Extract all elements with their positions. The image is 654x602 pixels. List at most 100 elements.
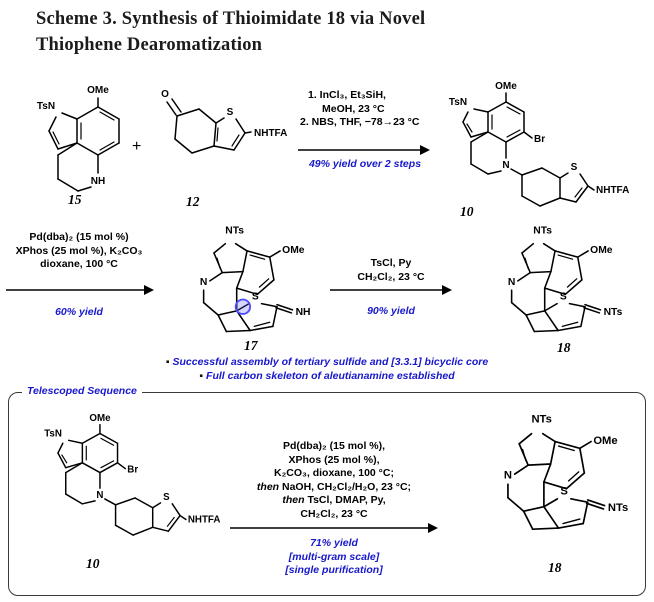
step2-reaction-arrow [6, 285, 154, 295]
step3-line-1: TsCl, Py [370, 257, 412, 269]
box-cond-line-6: CH₂Cl₂, 23 °C [300, 507, 368, 520]
compound-10b-structure: OMe TsN Br N S NHTFA [44, 413, 221, 536]
bullet-line-1: ▪ Successful assembly of tertiary sulfid… [0, 355, 654, 369]
compound-17-number: 17 [244, 338, 258, 353]
box-cond-then-2: then [282, 494, 305, 506]
scheme-title-line-1: Scheme 3. Synthesis of Thioimidate 18 vi… [36, 9, 426, 29]
atom-label-imine: NTs [604, 307, 623, 318]
compound-12-number: 12 [186, 194, 200, 209]
compound-10-number: 10 [460, 204, 474, 219]
atom-label-n: N [508, 277, 515, 288]
compound-18-bonds [510, 242, 602, 333]
box-reaction-arrow [230, 523, 438, 533]
atom-label-imine: NH [296, 307, 311, 318]
atom-label-tsn: TsN [449, 97, 467, 108]
atom-label-nts: NTs [531, 413, 551, 425]
box-cond-line-4-rest: NaOH, CH₂Cl₂/H₂O, 23 °C; [279, 480, 412, 493]
telescoped-sequence-label: Telescoped Sequence [22, 385, 142, 397]
bullet-text-1: Successful assembly of tertiary sulfide … [172, 356, 489, 368]
box-yield-3: [single purification] [285, 564, 383, 576]
step2-yield: 60% yield [55, 306, 103, 318]
key-points: ▪ Successful assembly of tertiary sulfid… [0, 355, 654, 383]
atom-label-s: S [560, 292, 567, 303]
atom-label-nhtfa: NHTFA [254, 128, 287, 139]
compound-18b-bonds [507, 432, 606, 531]
step3-yield: 90% yield [367, 305, 415, 317]
compound-15-structure: OMe TsN NH [37, 85, 120, 192]
compound-12-structure: O S NHTFA [161, 89, 287, 154]
atom-label-n: N [96, 490, 103, 501]
step1-line-3: 2. NBS, THF, −78→23 °C [300, 116, 420, 128]
atom-label-tsn: TsN [44, 428, 62, 439]
sulfide-bond-highlight-circle [234, 298, 252, 315]
step3-conditions: TsCl, Py CH₂Cl₂, 23 °C [330, 257, 452, 284]
atom-label-n: N [502, 160, 509, 171]
atom-label-s: S [560, 485, 568, 497]
bullet-marker: ▪ [199, 370, 204, 382]
step2-line-3: dioxane, 100 °C [40, 258, 118, 270]
atom-label-tsn: TsN [37, 101, 55, 112]
step1-reaction-arrow [298, 145, 430, 155]
atom-label-ome: OMe [590, 245, 613, 256]
compound-10b-number: 10 [86, 556, 100, 571]
compound-17-bonds [202, 242, 294, 333]
box-cond-line-5: then TsCl, DMAP, Py, [232, 494, 436, 508]
atom-label-nhtfa: NHTFA [188, 514, 221, 525]
atom-label-ome: OMe [593, 435, 617, 447]
box-yield-block: 71% yield [multi-gram scale] [single pur… [232, 537, 436, 578]
atom-label-nh: NH [91, 176, 105, 187]
atom-label-s: S [571, 162, 578, 173]
atom-label-ome: OMe [282, 245, 305, 256]
plus-sign: + [132, 138, 142, 155]
atom-label-s: S [163, 492, 170, 503]
compound-10b-bonds [57, 423, 187, 536]
atom-label-br: Br [534, 134, 545, 145]
atom-label-ome: OMe [495, 81, 517, 92]
atom-label-nts: NTs [225, 225, 244, 236]
atom-label-nts: NTs [533, 225, 552, 236]
step3-line-2: CH₂Cl₂, 23 °C [357, 270, 425, 283]
compound-10-bonds [462, 92, 595, 207]
step2-line-2: XPhos (25 mol %), K₂CO₃ [15, 244, 143, 257]
scheme-title-line-2: Thiophene Dearomatization [36, 35, 263, 55]
compound-12-bonds [166, 98, 252, 154]
box-cond-line-5-rest: TsCl, DMAP, Py, [304, 494, 386, 506]
atom-label-o: O [161, 89, 169, 100]
compound-10-structure: OMe TsN Br N S NHTFA [449, 81, 629, 207]
compound-15-number: 15 [68, 192, 82, 207]
box-yield-2: [multi-gram scale] [288, 550, 380, 563]
bullet-marker: ▪ [165, 356, 170, 368]
box-cond-line-1: Pd(dba)₂ (15 mol %), [282, 440, 386, 452]
box-cond-line-2: XPhos (25 mol %), [288, 453, 380, 466]
compound-15-bonds [48, 97, 120, 192]
box-conditions: Pd(dba)₂ (15 mol %), XPhos (25 mol %), K… [232, 440, 436, 521]
step1-line-2: MeOH, 23 °C [322, 102, 385, 115]
box-cond-line-3: K₂CO₃, dioxane, 100 °C; [274, 467, 394, 479]
compound-17-structure: NTs OMe N S NH [200, 225, 311, 333]
step2-conditions: Pd(dba)₂ (15 mol %) XPhos (25 mol %), K₂… [0, 231, 158, 272]
box-cond-then-1: then [256, 480, 280, 493]
atom-label-s: S [227, 107, 234, 118]
step1-conditions: 1. InCl₃, Et₃SiH, MeOH, 23 °C 2. NBS, TH… [300, 89, 419, 130]
atom-label-ome: OMe [87, 85, 109, 96]
compound-18-structure: NTs OMe N S NTs [508, 225, 623, 333]
atom-label-imine: NTs [608, 502, 628, 514]
step1-yield: 49% yield over 2 steps [308, 158, 422, 170]
telescoped-sequence-box [8, 392, 646, 596]
compound-18-number: 18 [557, 340, 571, 355]
atom-label-n: N [200, 277, 207, 288]
compound-18b-number: 18 [548, 560, 562, 575]
step2-line-1: Pd(dba)₂ (15 mol %) [29, 231, 129, 243]
bullet-line-2: ▪ Full carbon skeleton of aleutianamine … [0, 369, 654, 383]
step1-line-1: 1. InCl₃, Et₃SiH, [308, 89, 386, 101]
bullet-text-2: Full carbon skeleton of aleutianamine es… [206, 370, 455, 382]
atom-label-ome: OMe [89, 413, 111, 424]
atom-label-br: Br [127, 465, 138, 476]
atom-label-nhtfa: NHTFA [596, 185, 629, 196]
box-cond-line-4: then NaOH, CH₂Cl₂/H₂O, 23 °C; [232, 481, 436, 495]
scheme-title: Scheme 3. Synthesis of Thioimidate 18 vi… [36, 6, 636, 58]
box-yield-1: 71% yield [310, 537, 358, 549]
atom-label-s: S [252, 292, 259, 303]
atom-label-n: N [504, 470, 512, 482]
